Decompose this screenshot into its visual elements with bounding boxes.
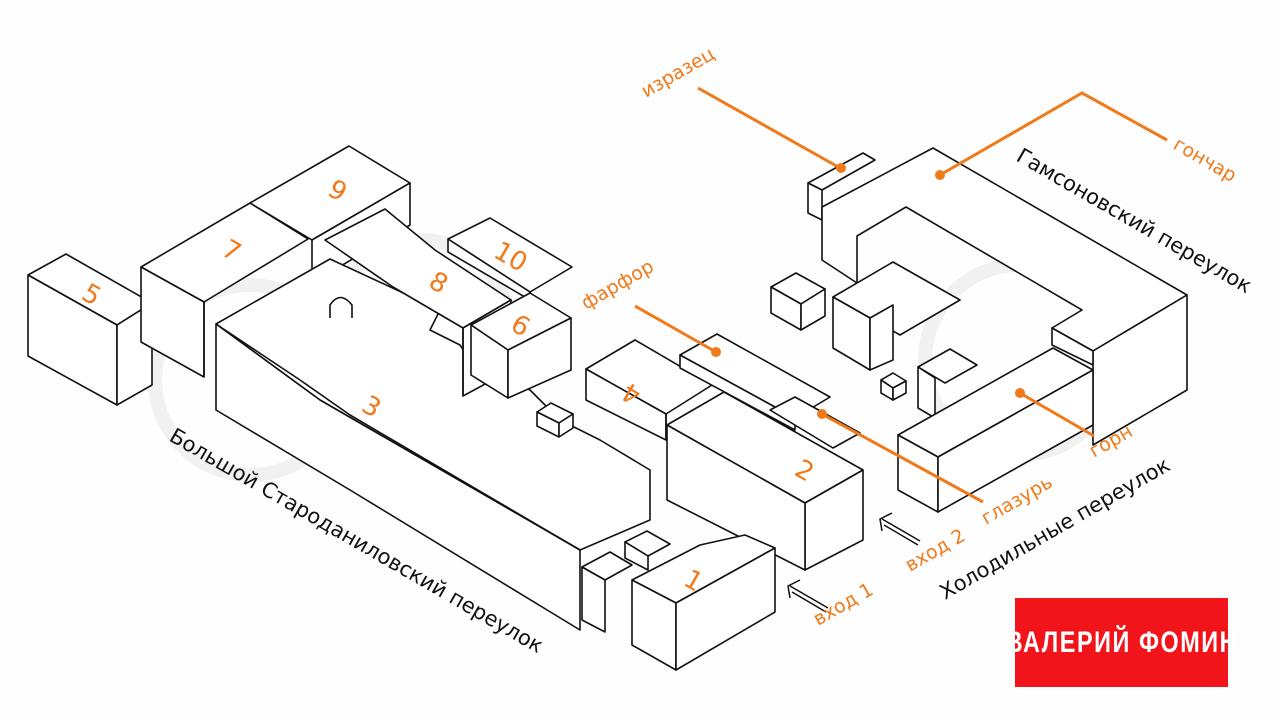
building-gorn[interactable] (897, 347, 1094, 513)
building-4[interactable] (585, 339, 713, 441)
dot-izrazets (836, 163, 846, 173)
courtyard-blocks (832, 261, 978, 419)
leader-gorn (1019, 391, 1095, 438)
dot-farfor (711, 347, 721, 357)
entrance-1-arrow (787, 579, 829, 613)
logo-text: ВАЛЕРИЙ ФОМИН (1005, 625, 1238, 659)
building-6[interactable] (470, 292, 572, 399)
leader-izrazets (697, 86, 841, 170)
leader-gonchar (939, 91, 1168, 177)
building-5[interactable] (27, 253, 153, 406)
entrance-2-arrow (879, 512, 921, 546)
dot-gorn (1015, 388, 1025, 398)
building-1[interactable] (631, 534, 776, 671)
callout-gonchar: гончар (1170, 133, 1241, 187)
leader-farfor (634, 304, 717, 354)
small-structure (536, 402, 574, 438)
dot-gonchar (935, 170, 945, 180)
author-logo: ВАЛЕРИЙ ФОМИН (1005, 598, 1236, 687)
small-cubes (770, 272, 907, 401)
building-2[interactable] (666, 391, 864, 571)
callout-farfor: фарфор (578, 255, 658, 314)
entrance-2-label: вход 2 (902, 525, 970, 577)
building-gonchar[interactable] (821, 147, 1188, 446)
leader-glazur (821, 412, 984, 504)
building-10[interactable] (447, 217, 573, 301)
dot-glazur (817, 409, 827, 419)
annex-blocks (581, 530, 671, 633)
entrance-1-label: вход 1 (810, 579, 878, 631)
building-7[interactable] (140, 202, 309, 378)
